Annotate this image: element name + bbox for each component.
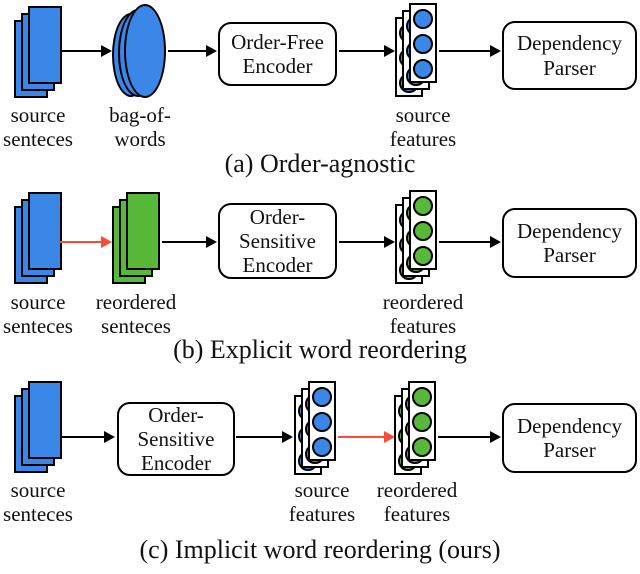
flow-arrow xyxy=(439,236,501,248)
caption-b: (b) Explicit word reordering xyxy=(173,335,467,364)
dependency-parser-box: Dependency Parser xyxy=(502,21,637,90)
reorder-arrow xyxy=(60,236,112,248)
label-line: senteces xyxy=(3,502,73,527)
flow-arrow xyxy=(339,236,395,248)
label-line: reordered xyxy=(95,290,177,314)
label-line: source xyxy=(294,478,350,502)
label-line: source xyxy=(395,103,451,127)
reordered-features-icon xyxy=(394,381,436,475)
label-line: senteces xyxy=(3,127,73,152)
box-line: Parser xyxy=(543,243,596,267)
label-line: features xyxy=(288,502,356,527)
feature-dot xyxy=(312,437,332,457)
sheet xyxy=(28,192,62,270)
label-reordered-features: reordered features xyxy=(367,478,467,527)
label-line: words xyxy=(114,127,166,152)
dependency-parser-box: Dependency Parser xyxy=(502,208,637,278)
label-line: source xyxy=(10,478,66,502)
reorder-arrow xyxy=(338,431,395,443)
ellipse xyxy=(124,4,166,98)
label-reordered-sentences: reordered senteces xyxy=(86,290,186,339)
box-line: Order-Free xyxy=(231,29,324,54)
box-line: Order- xyxy=(148,402,204,427)
reordered-features-icon xyxy=(395,190,437,284)
label-line: source xyxy=(10,290,66,314)
feature-dot xyxy=(312,387,332,407)
label-source-features: source features xyxy=(272,478,372,527)
dependency-parser-box: Dependency Parser xyxy=(502,403,637,473)
source-sentences-icon xyxy=(14,192,62,284)
label-source-sentences: source senteces xyxy=(0,478,88,527)
label-line: reordered xyxy=(382,290,464,314)
box-line: Sensitive xyxy=(239,228,316,253)
flow-arrow xyxy=(168,45,217,57)
label-line: bag-of- xyxy=(109,103,171,127)
label-line: reordered xyxy=(376,478,458,502)
sheet xyxy=(28,381,62,459)
feature-dot xyxy=(413,221,433,241)
feature-dot xyxy=(412,437,432,457)
feature-card xyxy=(408,381,436,461)
bag-of-words-icon xyxy=(112,4,168,100)
box-line: Sensitive xyxy=(137,426,215,451)
sheet xyxy=(126,192,160,270)
order-free-encoder-box: Order-Free Encoder xyxy=(218,22,337,86)
flow-arrow xyxy=(162,236,217,248)
box-line: Order- xyxy=(249,204,306,229)
feature-dot xyxy=(413,59,433,79)
box-line: Parser xyxy=(543,438,596,462)
flow-arrow xyxy=(236,431,293,443)
box-line: Dependency xyxy=(517,413,622,438)
sheet xyxy=(28,6,62,84)
label-line: features xyxy=(383,502,451,527)
flow-arrow xyxy=(339,45,395,57)
caption-c: (c) Implicit word reordering (ours) xyxy=(139,535,501,564)
source-sentences-icon xyxy=(14,6,62,98)
feature-card xyxy=(308,381,336,461)
feature-card xyxy=(409,190,437,270)
label-bag-of-words: bag-of- words xyxy=(90,103,190,152)
flow-arrow xyxy=(439,45,501,57)
flow-arrow xyxy=(60,431,115,443)
label-line: features xyxy=(389,314,457,339)
order-sensitive-encoder-box: Order- Sensitive Encoder xyxy=(218,203,337,279)
feature-dot xyxy=(412,412,432,432)
label-line: features xyxy=(389,127,457,152)
source-features-icon xyxy=(294,381,336,475)
label-line: source xyxy=(10,103,66,127)
feature-dot xyxy=(413,196,433,216)
flow-arrow xyxy=(60,45,112,57)
box-line: Encoder xyxy=(141,451,211,476)
box-line: Parser xyxy=(543,55,596,80)
label-source-sentences: source senteces xyxy=(0,290,88,339)
label-source-sentences: source senteces xyxy=(0,103,88,152)
feature-dot xyxy=(413,34,433,54)
box-line: Dependency xyxy=(517,218,622,243)
source-features-icon xyxy=(395,3,437,97)
label-source-features: source features xyxy=(373,103,473,152)
order-sensitive-encoder-box: Order- Sensitive Encoder xyxy=(117,402,235,476)
box-line: Encoder xyxy=(242,253,313,278)
label-reordered-features: reordered features xyxy=(373,290,473,339)
reordered-sentences-icon xyxy=(112,192,160,284)
box-line: Encoder xyxy=(242,54,313,78)
feature-dot xyxy=(412,387,432,407)
flow-arrow xyxy=(438,431,501,443)
feature-dot xyxy=(413,246,433,266)
feature-dot xyxy=(312,412,332,432)
feature-dot xyxy=(413,9,433,29)
label-line: senteces xyxy=(3,314,73,339)
caption-a: (a) Order-agnostic xyxy=(224,149,416,178)
label-line: senteces xyxy=(101,314,171,339)
source-sentences-icon xyxy=(14,381,62,473)
box-line: Dependency xyxy=(517,31,622,56)
feature-card xyxy=(409,3,437,83)
